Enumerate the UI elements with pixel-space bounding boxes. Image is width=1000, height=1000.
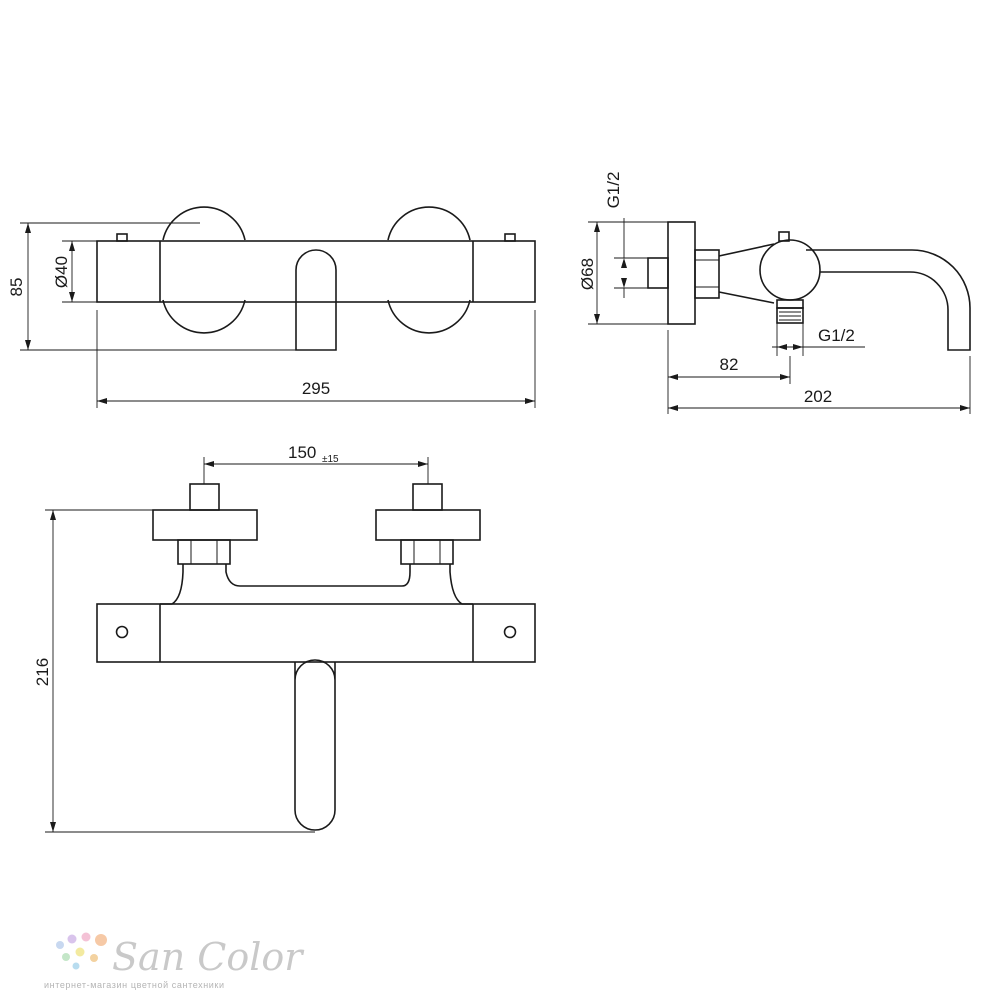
mixer-body [96, 240, 536, 303]
connecting-arm [718, 243, 775, 304]
top-body [96, 603, 536, 663]
front-spout [295, 249, 337, 351]
inlet-stub [647, 257, 669, 289]
left-inlet-pipe [189, 483, 220, 511]
top-dimensions: 150 ±15 216 [33, 443, 429, 833]
side-view [647, 221, 971, 351]
side-top-pin [778, 231, 790, 242]
dim-o68-label: Ø68 [578, 258, 597, 290]
side-body [759, 239, 821, 301]
right-escutcheon [387, 206, 471, 241]
left-wall-flange [152, 509, 258, 541]
side-spout [806, 249, 971, 351]
dim-o40-label: Ø40 [52, 256, 71, 288]
dim-g12-inlet-label: G1/2 [604, 172, 623, 209]
watermark-logo: San Color интернет-магазин цветной санте… [44, 932, 305, 990]
wall-flange [667, 221, 696, 325]
left-hex-nut [177, 539, 231, 565]
right-cap-hole [503, 625, 517, 639]
hex-nut [694, 249, 720, 299]
side-dimensions: Ø68 G1/2 G1/2 82 202 [578, 172, 971, 414]
dim-150-tolerance: ±15 [322, 454, 339, 465]
right-hex-nut [400, 539, 454, 565]
top-view [96, 483, 536, 831]
dim-295-label: 295 [302, 379, 330, 398]
left-pin [116, 233, 128, 242]
watermark-brand: San Color [112, 935, 305, 979]
watermark-tagline: интернет-магазин цветной сантехники [44, 980, 225, 990]
left-escutcheon [162, 206, 246, 241]
dim-82-label: 82 [720, 355, 739, 374]
mixer-link [160, 564, 473, 605]
dim-85-label: 85 [7, 278, 26, 297]
top-spout-head [294, 659, 336, 681]
dim-150-label: 150 [288, 443, 316, 462]
logo-dot [56, 941, 64, 949]
right-inlet-pipe [412, 483, 443, 511]
front-dimensions: 85 Ø40 295 [7, 222, 536, 408]
right-wall-flange [375, 509, 481, 541]
dim-202-label: 202 [804, 387, 832, 406]
front-view [96, 206, 536, 351]
dim-g12-outlet-label: G1/2 [818, 326, 855, 345]
top-spout [294, 680, 336, 831]
right-pin [504, 233, 516, 242]
bottom-outlet [776, 307, 804, 324]
left-cap-hole [115, 625, 129, 639]
dim-216-label: 216 [33, 658, 52, 686]
